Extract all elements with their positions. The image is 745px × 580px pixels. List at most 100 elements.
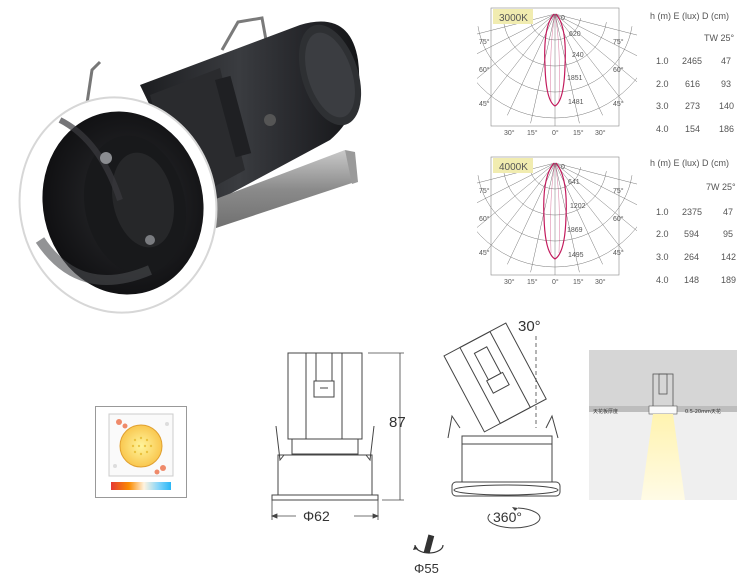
intensity-value: 240	[572, 52, 584, 59]
angle-label: 15°	[527, 278, 538, 286]
intensity-value: 1495	[568, 252, 584, 259]
angle-label: 0°	[552, 278, 559, 286]
tilt-angle: 30°	[518, 318, 541, 335]
intensity-value: 1869	[567, 227, 583, 234]
rotation-angle: 360°	[493, 509, 522, 525]
grid-radial	[554, 162, 624, 252]
table-subheader: 7W 25°	[706, 182, 736, 192]
cell-height: 4.0	[656, 275, 669, 285]
cell-diameter: 93	[721, 79, 732, 89]
angle-label: 60°	[613, 66, 624, 74]
center-label: 0	[561, 164, 565, 171]
grid-radial	[554, 162, 580, 273]
angle-label: 30°	[595, 129, 606, 137]
cell-height: 4.0	[656, 124, 669, 134]
angle-label: 60°	[479, 215, 490, 223]
angle-label: 30°	[504, 278, 515, 286]
cell-diameter: 47	[723, 207, 734, 217]
angle-label: 75°	[479, 187, 490, 195]
grid-radial	[554, 13, 637, 57]
dimension-drawing-side	[270, 352, 404, 520]
angle-label: 45°	[479, 100, 490, 108]
cell-lux: 2375	[682, 207, 703, 217]
grid-radial	[477, 13, 556, 35]
intensity-value: 620	[569, 31, 581, 38]
polar-diagram-4000k: 4000K 0 641 1202 1869 1495 75° 60° 45° 7…	[477, 156, 637, 286]
angle-label: 30°	[595, 278, 606, 286]
grid-radial	[530, 13, 556, 124]
angle-label: 75°	[613, 38, 624, 46]
cell-height: 1.0	[656, 207, 669, 217]
cell-lux: 594	[684, 229, 700, 239]
cell-diameter: 186	[719, 124, 735, 134]
grid-radial	[554, 162, 603, 265]
cell-lux: 154	[685, 124, 701, 134]
angle-label: 45°	[479, 249, 490, 257]
cell-lux: 616	[685, 79, 701, 89]
angle-label: 15°	[573, 278, 584, 286]
grid-frame	[490, 7, 620, 127]
photometric-table-3000k: h (m) E (lux) D (cm) TW 25° 1.0 2465 47 …	[646, 8, 745, 138]
cell-height: 3.0	[656, 101, 669, 111]
angle-label: 30°	[504, 129, 515, 137]
angle-label: 0°	[552, 129, 559, 137]
angle-label: 60°	[613, 215, 624, 223]
height-dimension: 87	[389, 414, 406, 431]
cct-label: 3000K	[499, 13, 528, 24]
light-distribution-curve	[544, 13, 566, 107]
grid-radial	[477, 13, 556, 79]
grid-radial	[554, 162, 637, 232]
grid-frame	[490, 156, 620, 276]
grid-radial	[477, 162, 556, 204]
grid-radial	[530, 162, 556, 273]
intensity-value: 641	[568, 179, 580, 186]
cell-lux: 264	[684, 252, 700, 262]
grid-radial	[554, 13, 637, 36]
angle-label: 15°	[527, 129, 538, 137]
angle-label: 60°	[479, 66, 490, 74]
width-dimension: Φ62	[303, 508, 330, 524]
angle-label: 45°	[613, 100, 624, 108]
dimension-drawing-tilt	[443, 322, 561, 529]
light-distribution-curve	[543, 162, 567, 260]
installation-illustration: 天花板厚度 0.5-20mm天花	[589, 350, 737, 500]
grid-radial	[477, 162, 556, 228]
table-subheader: TW 25°	[704, 33, 735, 43]
cell-height: 1.0	[656, 56, 669, 66]
intensity-value: 1202	[570, 203, 586, 210]
intensity-value: 1481	[568, 99, 584, 106]
table-header: h (m) E (lux) D (cm)	[650, 158, 729, 168]
polar-grid	[477, 156, 637, 276]
angle-label: 15°	[573, 129, 584, 137]
grid-radial	[554, 162, 637, 185]
cell-diameter: 95	[723, 229, 734, 239]
angle-label: 45°	[613, 249, 624, 257]
install-note-left: 天花板厚度	[593, 408, 618, 415]
product-render	[18, 16, 362, 314]
angle-label: 75°	[613, 187, 624, 195]
cell-diameter: 142	[721, 252, 737, 262]
grid-radial	[477, 13, 556, 55]
cell-height: 2.0	[656, 229, 669, 239]
polar-diagram-3000k: 3000K 0 620 240 1851 1481 75° 60° 45° 75…	[477, 7, 637, 137]
cell-height: 2.0	[656, 79, 669, 89]
cell-lux: 148	[684, 275, 700, 285]
photometric-table-4000k: h (m) E (lux) D (cm) 7W 25° 1.0 2375 47 …	[646, 155, 745, 290]
cell-diameter: 140	[719, 101, 735, 111]
grid-radial	[554, 162, 637, 206]
grid-radial	[477, 162, 556, 184]
grid-radial	[507, 162, 556, 265]
grid-radial	[507, 13, 556, 116]
grid-radial	[486, 162, 556, 252]
center-label: 0	[561, 15, 565, 22]
grid-radial	[554, 13, 624, 103]
cutout-dimension: Φ55	[414, 561, 439, 576]
cell-height: 3.0	[656, 252, 669, 262]
angle-label: 75°	[479, 38, 490, 46]
intensity-value: 1851	[567, 75, 583, 82]
cct-label: 4000K	[499, 162, 528, 173]
grid-radial	[486, 13, 556, 103]
led-chip-icon	[95, 406, 187, 498]
cct-gradient-bar	[111, 482, 171, 490]
cell-diameter: 47	[721, 56, 732, 66]
